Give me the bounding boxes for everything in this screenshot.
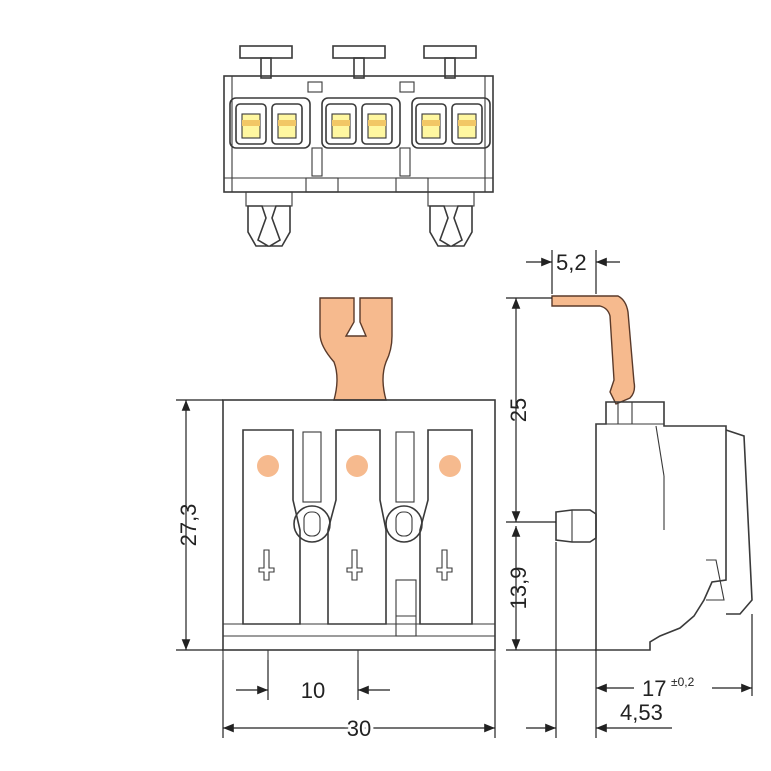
keyholes xyxy=(258,549,453,581)
front-view xyxy=(222,297,496,660)
contact-pocket xyxy=(235,103,267,145)
push-buttons xyxy=(239,45,477,79)
clamp-pockets xyxy=(229,97,491,177)
contact-shade xyxy=(458,120,476,126)
contact-shade xyxy=(242,120,260,126)
dim-25-label: 25 xyxy=(506,398,531,422)
test-openings xyxy=(293,505,423,543)
release-dot xyxy=(346,455,368,477)
release-dot xyxy=(439,455,461,477)
top-view xyxy=(223,45,494,247)
top-housing xyxy=(223,75,494,193)
contact-pocket xyxy=(325,103,357,145)
contact-shade xyxy=(422,120,440,126)
dim-10-label: 10 xyxy=(301,678,325,703)
lever-front xyxy=(319,297,393,401)
contact-openings xyxy=(235,103,483,145)
front-housing xyxy=(222,399,496,651)
contact-pocket xyxy=(271,103,303,145)
dim-17-label: 17 xyxy=(642,676,666,701)
wire-slots xyxy=(242,429,473,637)
release-dots xyxy=(257,455,461,477)
contact-shade xyxy=(368,120,386,126)
contact-pocket xyxy=(451,103,483,145)
dimension-lines xyxy=(176,250,753,738)
dim-4-53-label: 4,53 xyxy=(620,700,663,725)
dim-5-2-label: 5,2 xyxy=(556,250,587,275)
side-housing xyxy=(595,401,727,651)
dimension-labels: 5,2 25 13,9 27,3 10 30 17 ±0,2 4,53 xyxy=(176,250,695,744)
side-view xyxy=(551,295,753,651)
contact-shade xyxy=(278,120,296,126)
contact-shade xyxy=(332,120,350,126)
release-dot xyxy=(257,455,279,477)
lever-side xyxy=(551,295,636,405)
contact-pocket xyxy=(415,103,447,145)
snap-feet xyxy=(245,191,475,247)
contact-pocket xyxy=(361,103,393,145)
dim-30-label: 30 xyxy=(347,716,371,741)
dim-27-3-label: 27,3 xyxy=(176,504,201,547)
dim-13-9-label: 13,9 xyxy=(506,567,531,610)
dim-17-tolerance: ±0,2 xyxy=(671,675,695,689)
